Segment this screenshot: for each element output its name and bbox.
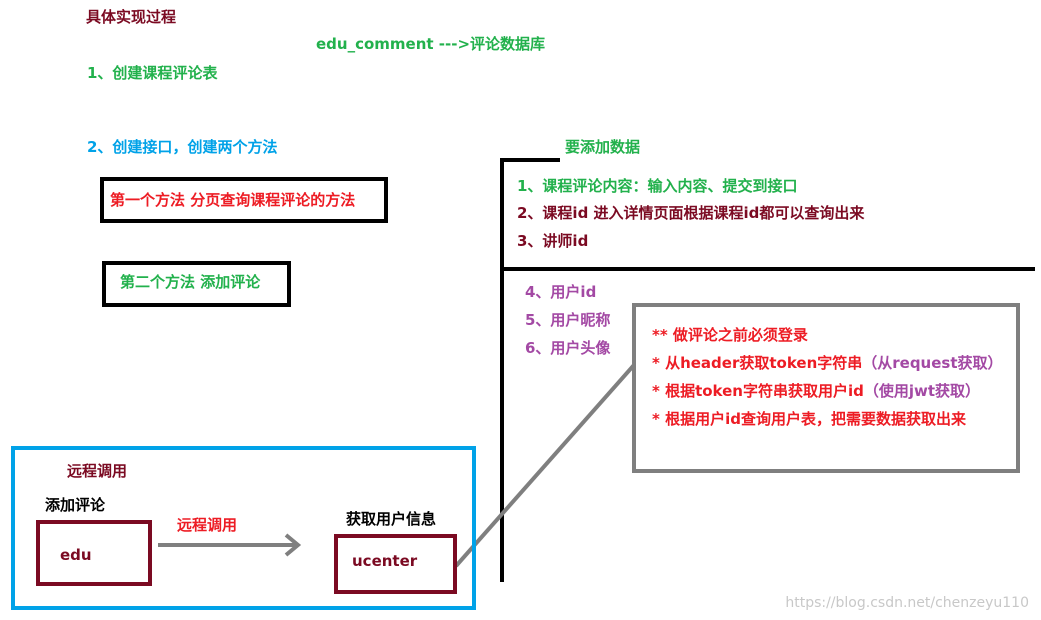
ucenter-box: ucenter [334,534,457,594]
remote-call-arrow [158,533,302,557]
note-4: * 根据用户id查询用户表，把需要数据获取出来 [652,410,966,428]
data-item-3: 3、讲师id [517,232,589,250]
note-2-text: * 从header获取token字符串 [652,354,863,372]
title: 具体实现过程 [86,8,177,26]
data-item-2: 2、课程id 进入详情页面根据课程id都可以查询出来 [517,204,865,222]
user-item-2: 5、用户昵称 [525,311,611,329]
user-item-3: 6、用户头像 [525,339,611,357]
note-1: ** 做评论之前必须登录 [652,326,808,344]
subtitle: edu_comment --->评论数据库 [316,35,546,53]
user-item-1: 4、用户id [525,283,597,301]
step-2: 2、创建接口，创建两个方法 [87,138,278,156]
note-2: * 从header获取token字符串（从request获取） [652,354,1003,372]
method-1-box: 第一个方法 分页查询课程评论的方法 [100,177,388,223]
method-1-label: 第一个方法 分页查询课程评论的方法 [110,191,356,209]
remote-call-arrow-label: 远程调用 [177,516,238,534]
note-3: * 根据token字符串获取用户id（使用jwt获取） [652,382,980,400]
method-2-box: 第二个方法 添加评论 [102,261,291,307]
remote-call-title: 远程调用 [67,462,128,480]
edu-label: edu [60,546,92,564]
add-comment-label: 添加评论 [45,496,106,514]
data-header: 要添加数据 [565,138,641,156]
notes-box: ** 做评论之前必须登录 * 从header获取token字符串（从reques… [632,303,1020,473]
method-2-label: 第二个方法 添加评论 [120,273,261,291]
watermark: https://blog.csdn.net/chenzeyu110 [785,595,1029,611]
data-item-1: 1、课程评论内容：输入内容、提交到接口 [517,177,798,195]
note-3-text: * 根据token字符串获取用户id [652,382,864,400]
remote-call-box: 远程调用 添加评论 edu 远程调用 获取用户信息 ucenter [11,446,476,610]
note-3-text-paren: （使用jwt获取） [863,382,981,400]
ucenter-to-notes-line [454,363,636,568]
note-2-text-paren: （从request获取） [862,354,1003,372]
ucenter-label: ucenter [352,552,418,570]
get-user-info-label: 获取用户信息 [346,510,437,528]
step-1: 1、创建课程评论表 [87,64,218,82]
edu-box: edu [36,520,152,586]
